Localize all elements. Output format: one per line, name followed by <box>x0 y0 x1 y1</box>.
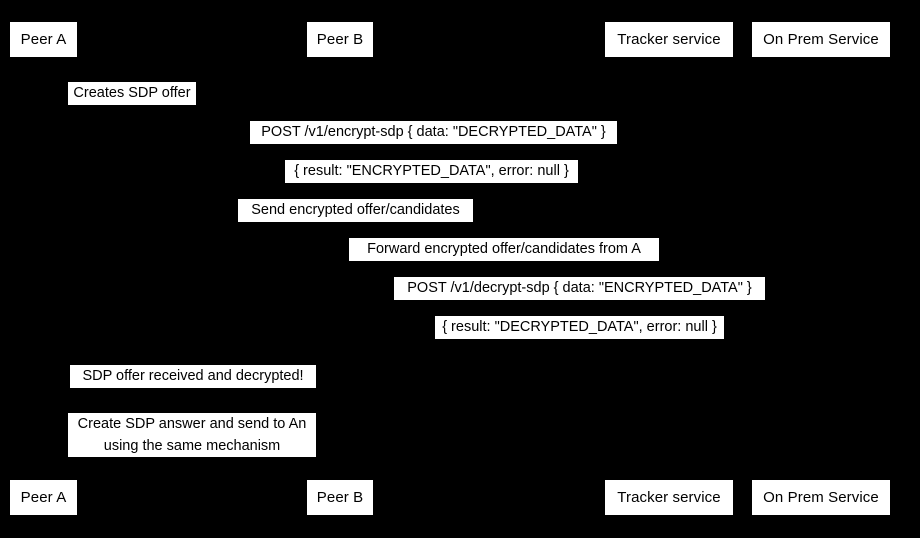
participant-header-tracker-service[interactable]: Tracker service <box>605 22 733 57</box>
participant-header-on-prem-service[interactable]: On Prem Service <box>752 22 890 57</box>
participant-footer-peer-b-label: Peer B <box>316 489 364 506</box>
arrow-head-msg-4 <box>662 219 669 227</box>
message-label-send-encrypted-offer: Send encrypted offer/candidates <box>238 199 473 222</box>
message-label-create-sdp-answer: Create SDP answer and send to An using t… <box>68 413 316 457</box>
arrow-head-msg-2 <box>814 141 821 149</box>
participant-footer-on-prem-service-label: On Prem Service <box>763 489 879 506</box>
lifeline-peer-a <box>43 57 44 475</box>
arrow-shaft-msg-2 <box>43 145 821 146</box>
arrow-head-msg-7 <box>340 336 347 344</box>
message-label-sdp-offer-received: SDP offer received and decrypted! <box>70 365 316 388</box>
participant-footer-tracker-service[interactable]: Tracker service <box>605 480 733 515</box>
message-label-forward-encrypted-offer: Forward encrypted offer/candidates from … <box>349 238 659 261</box>
arrow-head-msg-3 <box>43 180 50 188</box>
participant-header-tracker-service-label: Tracker service <box>617 31 721 48</box>
arrow-shaft-msg-7 <box>340 340 821 341</box>
message-label-decrypt-sdp-result: { result: "DECRYPTED_DATA", error: null … <box>435 316 724 339</box>
arrow-shaft-msg-3 <box>43 184 821 185</box>
lifeline-on-prem-service <box>821 57 822 475</box>
participant-footer-peer-a[interactable]: Peer A <box>10 480 77 515</box>
arrow-shaft-msg-5 <box>340 262 669 263</box>
arrow-shaft-msg-6 <box>340 301 821 302</box>
participant-header-peer-a-label: Peer A <box>20 31 67 48</box>
lifeline-peer-b <box>340 57 341 475</box>
message-label-encrypt-sdp-result: { result: "ENCRYPTED_DATA", error: null … <box>285 160 578 183</box>
participant-footer-peer-b[interactable]: Peer B <box>307 480 373 515</box>
message-label-creates-sdp-offer: Creates SDP offer <box>68 82 196 105</box>
lifeline-tracker-service <box>669 57 670 475</box>
message-label-post-decrypt-sdp: POST /v1/decrypt-sdp { data: "ENCRYPTED_… <box>394 277 765 300</box>
participant-header-peer-b-label: Peer B <box>316 31 364 48</box>
participant-header-on-prem-service-label: On Prem Service <box>763 31 879 48</box>
participant-header-peer-b[interactable]: Peer B <box>307 22 373 57</box>
arrow-head-msg-5 <box>340 258 347 266</box>
arrow-head-msg-6 <box>814 297 821 305</box>
participant-footer-peer-a-label: Peer A <box>20 489 67 506</box>
participant-footer-tracker-service-label: Tracker service <box>617 489 721 506</box>
participant-header-peer-a[interactable]: Peer A <box>10 22 77 57</box>
message-label-post-encrypt-sdp: POST /v1/encrypt-sdp { data: "DECRYPTED_… <box>250 121 617 144</box>
arrow-shaft-msg-4 <box>43 223 669 224</box>
participant-footer-on-prem-service[interactable]: On Prem Service <box>752 480 890 515</box>
